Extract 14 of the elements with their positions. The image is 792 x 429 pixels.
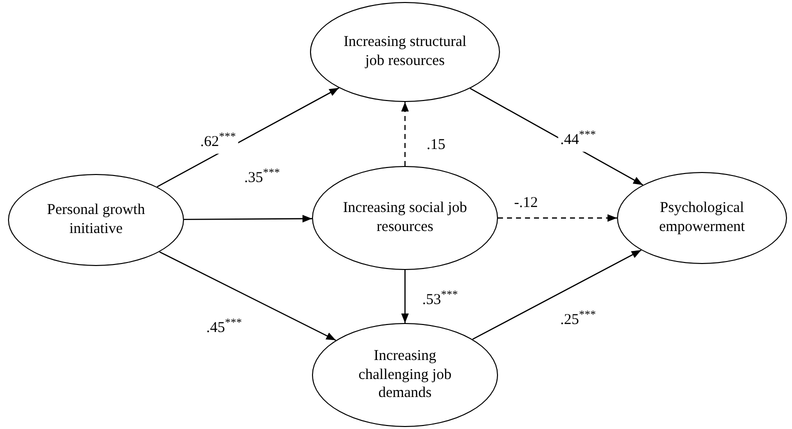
path-coefficient: .44$^{***}$ xyxy=(558,128,598,152)
construct-name: Personal growth initiative xyxy=(46,201,146,239)
arrow xyxy=(498,214,617,222)
construct-name: Increasing social job resources xyxy=(342,199,468,237)
construct-name: Increasing challenging job demands xyxy=(358,346,452,404)
path-coefficient: .62$^{***}$ xyxy=(198,130,238,154)
arrow xyxy=(156,87,340,188)
arrow xyxy=(184,214,312,222)
arrow xyxy=(401,102,409,166)
arrow xyxy=(159,251,336,341)
arrow xyxy=(472,250,642,340)
arrow xyxy=(401,270,409,323)
construct-name: Psychological empowerment xyxy=(658,199,746,237)
construct-name: Increasing structural job resources xyxy=(342,33,468,71)
